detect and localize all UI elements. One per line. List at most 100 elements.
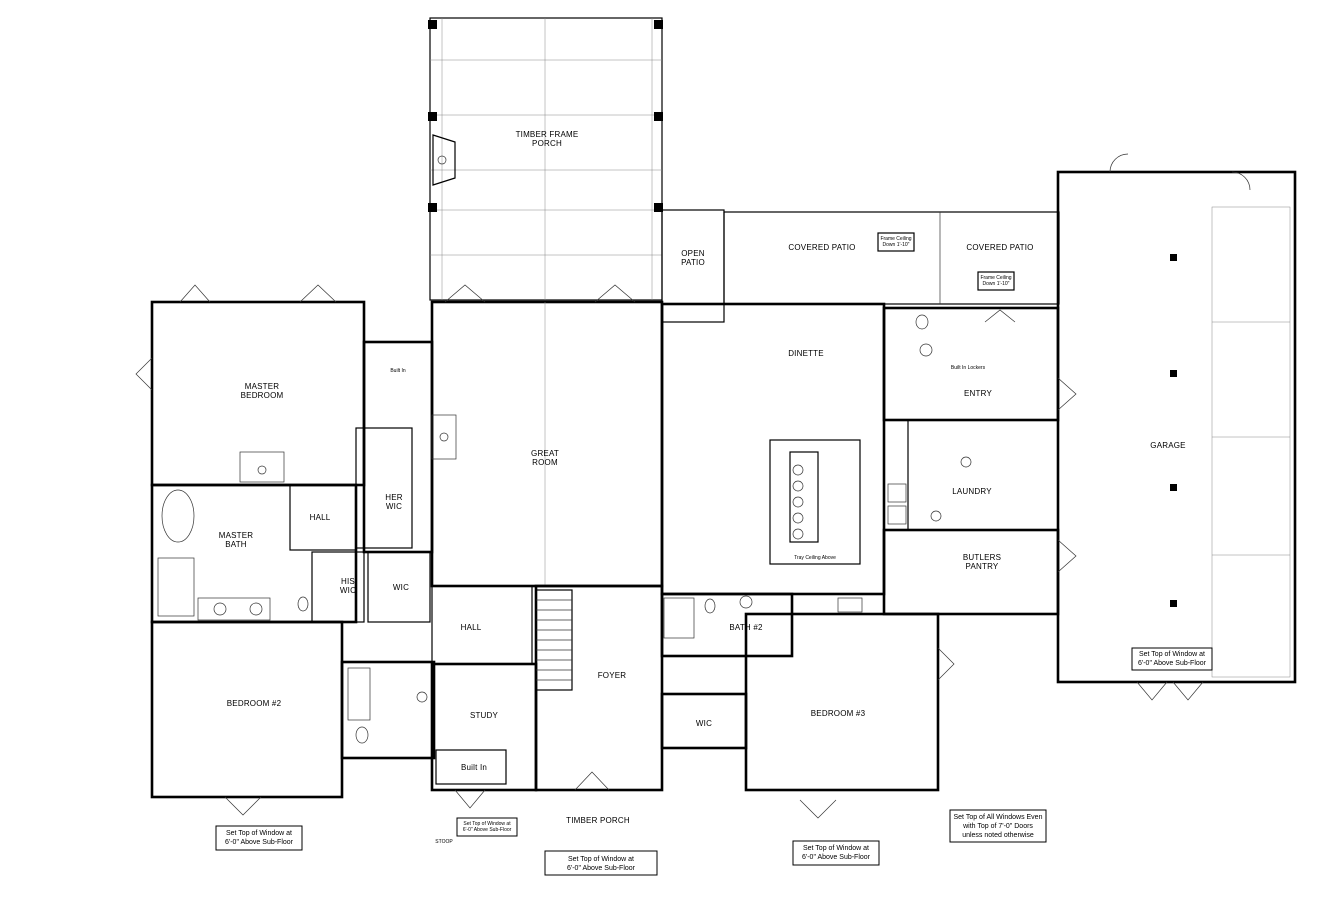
timber-porch-label: TIMBER PORCH bbox=[566, 816, 630, 825]
sink-icon bbox=[919, 343, 933, 357]
sink-icon bbox=[930, 510, 942, 522]
door-swing-icon bbox=[1057, 539, 1077, 573]
post bbox=[1170, 370, 1177, 377]
bedroom-3-label: BEDROOM #3 bbox=[811, 709, 866, 718]
shower-icon bbox=[157, 557, 195, 617]
bedroom-2-label: BEDROOM #2 bbox=[227, 699, 282, 708]
door-swing-icon bbox=[135, 357, 153, 391]
post bbox=[428, 112, 437, 121]
garage: GARAGE bbox=[1056, 153, 1297, 684]
post bbox=[428, 203, 437, 212]
tray-ceiling-label: Tray Ceiling Above bbox=[794, 555, 836, 561]
door-swing-icon bbox=[1109, 153, 1129, 173]
foyer-label: FOYER bbox=[598, 671, 627, 680]
door-swing-icon bbox=[179, 284, 211, 303]
sink-icon bbox=[837, 597, 863, 613]
stoop-label: STOOP bbox=[435, 839, 453, 845]
stool-icon bbox=[792, 512, 804, 524]
stool-icon bbox=[792, 480, 804, 492]
built-in-lockers-label: Built In Lockers bbox=[951, 365, 986, 371]
door-swing-icon bbox=[937, 647, 955, 681]
bath-2-label: BATH #2 bbox=[729, 623, 763, 632]
door-swing-icon bbox=[984, 309, 1016, 323]
post bbox=[654, 20, 663, 29]
door-swing-icon bbox=[224, 796, 262, 816]
entry-label: ENTRY bbox=[964, 389, 992, 398]
sink-icon bbox=[960, 456, 972, 468]
stool-icon bbox=[792, 528, 804, 540]
door-swing-icon bbox=[1231, 171, 1251, 191]
door-swing-icon bbox=[299, 284, 337, 303]
post bbox=[1170, 600, 1177, 607]
bathtub-icon bbox=[347, 667, 371, 721]
covered-patio-1-label: COVERED PATIO bbox=[788, 243, 855, 252]
built-in-study-label: Built In bbox=[461, 763, 487, 772]
toilet-icon bbox=[297, 596, 309, 612]
post bbox=[428, 20, 437, 29]
dryer-icon bbox=[887, 505, 907, 525]
house-walls bbox=[150, 300, 1060, 799]
door-swing-icon bbox=[799, 799, 837, 819]
shower-icon bbox=[663, 597, 695, 639]
dinette-label: DINETTE bbox=[788, 349, 824, 358]
fixtures bbox=[157, 314, 972, 744]
toilet-icon bbox=[355, 726, 369, 744]
door-swings bbox=[135, 284, 1204, 819]
door-swing-icon bbox=[454, 789, 486, 809]
wic-1-label: WIC bbox=[393, 583, 409, 592]
post bbox=[654, 203, 663, 212]
stairs bbox=[535, 589, 573, 691]
post bbox=[654, 112, 663, 121]
hall-1-label: HALL bbox=[310, 513, 331, 522]
study-label: STUDY bbox=[470, 711, 499, 720]
washer-icon bbox=[887, 483, 907, 503]
sink-icon bbox=[739, 595, 753, 609]
fireplace-icon bbox=[431, 414, 457, 460]
door-swing-icon bbox=[1057, 377, 1077, 411]
covered-patio-2-label: COVERED PATIO bbox=[966, 243, 1033, 252]
door-swing-icon bbox=[444, 284, 486, 303]
laundry-label: LAUNDRY bbox=[952, 487, 992, 496]
sink-icon bbox=[416, 691, 428, 703]
fireplace-icon bbox=[239, 451, 285, 483]
fireplace-icon bbox=[432, 134, 456, 186]
post bbox=[1170, 484, 1177, 491]
toilet-icon bbox=[704, 598, 716, 614]
garage-label: GARAGE bbox=[1150, 441, 1185, 450]
wic-2-label: WIC bbox=[696, 719, 712, 728]
toilet-icon bbox=[915, 314, 929, 330]
door-swing-icon bbox=[1136, 681, 1168, 701]
post bbox=[1170, 254, 1177, 261]
door-swing-icon bbox=[594, 284, 636, 303]
sink-icon bbox=[213, 602, 227, 616]
hall-2-label: HALL bbox=[461, 623, 482, 632]
stool-icon bbox=[792, 464, 804, 476]
bathtub-icon bbox=[161, 489, 195, 543]
vanity-icon bbox=[197, 597, 271, 621]
door-swing-icon bbox=[1172, 681, 1204, 701]
stool-icon bbox=[792, 496, 804, 508]
sink-icon bbox=[249, 602, 263, 616]
built-in-small-label: Built In bbox=[390, 368, 406, 374]
